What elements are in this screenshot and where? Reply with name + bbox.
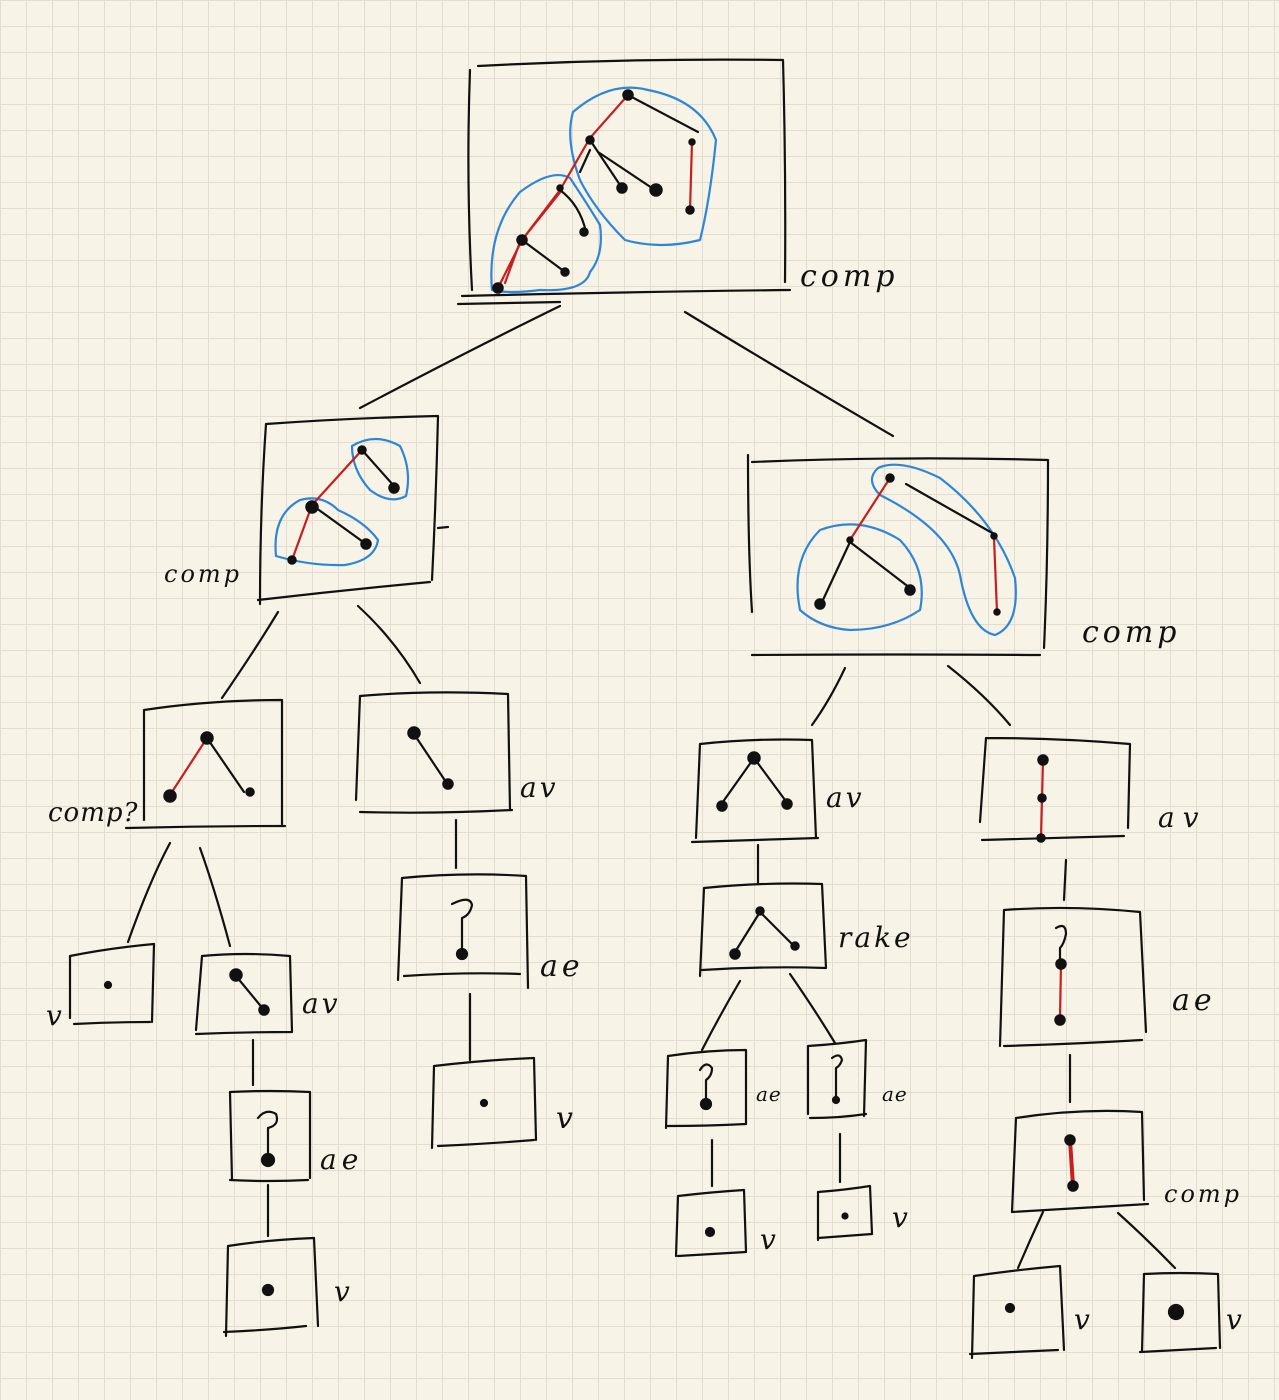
label-root-comp: comp [800,259,899,294]
label-l3-a: v [46,999,65,1032]
label-l5-c: v [892,1201,911,1234]
label-l6-a: v [1074,1303,1093,1336]
label-l1-right-comp: comp [1082,615,1181,650]
l3-e-box [998,906,1148,1048]
l4-b-box [430,1056,538,1150]
label-l3-c: ae [540,949,584,984]
l5-c-box [816,1184,874,1242]
l2-d-box [978,736,1132,843]
label-l5-a: v [334,1275,353,1308]
label-l3-e: ae [1172,983,1216,1018]
l5-a-box [222,1236,320,1338]
label-l4-b: v [556,1101,577,1136]
l6-b-box [1138,1271,1222,1354]
l3-b-box [194,952,294,1036]
root-blue-outline-b [490,174,602,294]
l4-d-box [806,1038,868,1120]
l6-a-box [968,1264,1066,1360]
label-l3-d: rake [838,921,914,954]
l3-c-box [396,873,530,990]
l5-b-box [674,1188,748,1258]
l4-e-box [1010,1109,1150,1214]
l2-c-box [690,738,820,844]
l1-right-box [746,453,1050,657]
label-l5-b: v [760,1223,779,1256]
root-cluster-box [456,58,792,306]
l3-a-box [68,942,156,1026]
label-l2-b: av [520,771,559,804]
l4-c-box [664,1048,748,1130]
l2-b-box [354,691,514,814]
tree-edges [126,304,1177,1270]
label-l6-b: v [1226,1303,1245,1336]
label-l4-d: ae [882,1082,908,1106]
label-l2-c: av [826,781,865,814]
label-l4-e: comp [1164,1180,1243,1208]
l4-a-box [228,1089,312,1183]
l2-a-box [124,698,287,830]
label-l4-a: ae [320,1143,364,1176]
label-l2-a: comp? [48,798,139,828]
l3-d-box [698,882,828,978]
label-l4-c: ae [756,1082,782,1106]
root-blue-outline-a [569,86,718,247]
label-l2-d: av [1158,801,1207,834]
l1-left-box [256,414,450,606]
label-l1-left-comp: comp [164,560,243,588]
label-l3-b: av [302,987,341,1020]
